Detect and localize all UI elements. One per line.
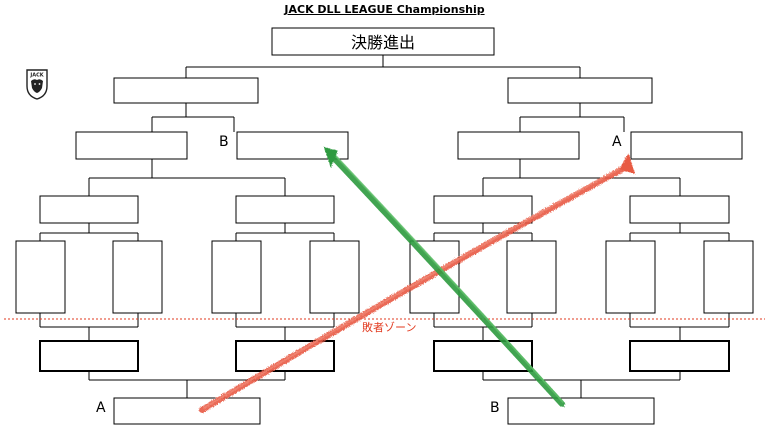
label-b-bottom: B (490, 400, 500, 416)
semi-box-left (114, 78, 258, 103)
logo-text: JACK (29, 73, 44, 79)
team-box (606, 241, 655, 313)
label-b-top: B (219, 134, 229, 150)
team-box (113, 241, 162, 313)
team-box (310, 241, 359, 313)
quarter-box (76, 132, 187, 159)
loser-final-box-b (508, 398, 654, 424)
round8-box (40, 196, 138, 223)
loser-final-box-a (114, 398, 260, 424)
team-box (16, 241, 65, 313)
label-a-top: A (612, 134, 622, 150)
semi-box-right (508, 78, 652, 103)
quarter-box (458, 132, 579, 159)
label-a-bottom: A (96, 400, 106, 416)
final-box-label: 決勝進出 (351, 33, 415, 52)
loser-box (40, 341, 138, 371)
loser-box (236, 341, 334, 371)
round8-box (236, 196, 334, 223)
team-box (507, 241, 556, 313)
team-box (212, 241, 261, 313)
jack-logo: JACK (27, 70, 47, 99)
quarter-box-a (631, 132, 742, 159)
round8-box (434, 196, 532, 223)
round8-box (630, 196, 729, 223)
team-box (704, 241, 753, 313)
loser-zone-label: 敗者ゾーン (362, 319, 416, 335)
loser-box (630, 341, 729, 371)
bracket-lines (40, 55, 729, 398)
